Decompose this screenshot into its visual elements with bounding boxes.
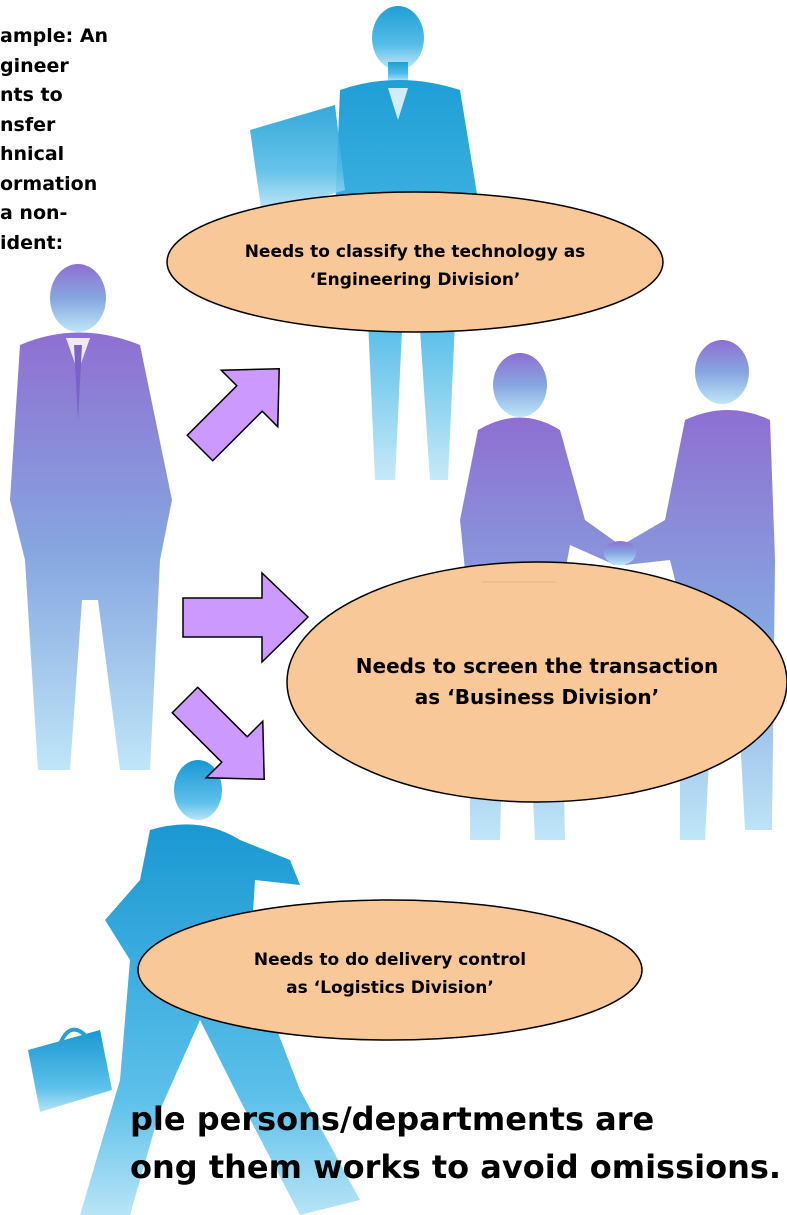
intro-text: ample: An gineer nts to nsfer hnical orm… (0, 25, 109, 254)
arrow-to-business (182, 571, 310, 664)
engineering-division-ellipse (166, 191, 664, 333)
business-division-ellipse (286, 561, 787, 803)
footer-line-2: ong them works to avoid omissions. (130, 1148, 782, 1186)
arrow-to-logistics (171, 686, 265, 780)
business-division-label: Needs to screen the transaction as ‘Busi… (355, 654, 719, 709)
arrow-to-engineering (186, 368, 280, 462)
logistics-division-ellipse (137, 899, 643, 1041)
left-person-silhouette (10, 264, 172, 770)
logistics-division-label: Needs to do delivery control as ‘Logisti… (253, 950, 527, 998)
engineering-division-label: Needs to classify the technology as ‘Eng… (244, 242, 586, 290)
footer-line-1: ple persons/departments are (130, 1100, 655, 1138)
